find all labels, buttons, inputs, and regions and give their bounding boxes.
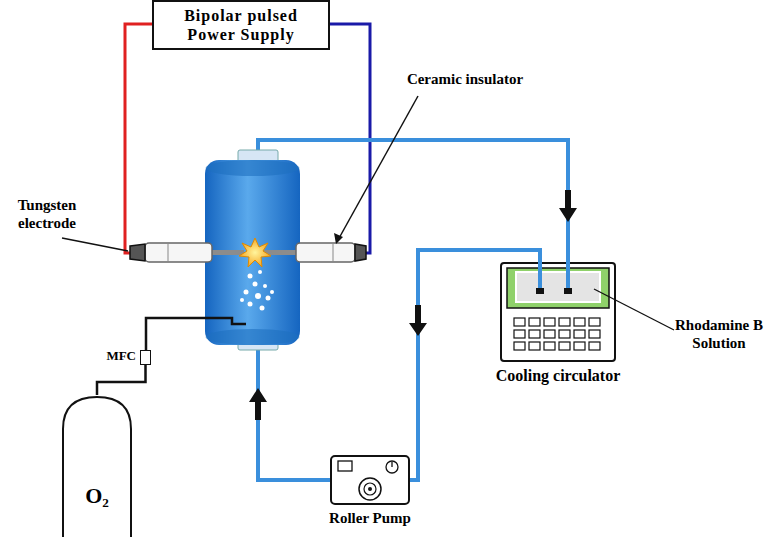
reactor-rim [206, 329, 300, 345]
tungsten-rod [208, 250, 244, 255]
leader-line [62, 238, 128, 251]
leader-line [338, 96, 418, 240]
flow-arrow [559, 190, 577, 222]
oxygen-cylinder-outline [62, 395, 132, 537]
roller-pump: Roller Pump [330, 455, 410, 505]
tungsten-rod [264, 250, 300, 255]
roller-pump-outline [330, 455, 410, 505]
leader-arrowhead [334, 233, 343, 244]
return-pipe [258, 348, 330, 480]
cooling-circulator: Cooling circulator [500, 262, 616, 362]
callout-label: Rhodamine B Solution [672, 316, 766, 352]
flow-arrow [409, 305, 427, 336]
node-label: Bipolar pulsed Power Supply [175, 6, 307, 44]
oxygen-cylinder: O₂ [62, 395, 132, 537]
positive-wire [125, 24, 152, 253]
node-label: Cooling circulator [496, 366, 621, 385]
mass-flow-controller-outline [141, 351, 150, 364]
flow-arrow [249, 388, 267, 420]
gas-formula: O₂ [85, 483, 109, 509]
gas-line [146, 318, 246, 350]
mass-flow-controller: MFC [140, 350, 151, 365]
outlet-pipe [258, 140, 568, 262]
pipe-connector [97, 365, 146, 395]
reactor-rim [206, 160, 300, 176]
power-supply-box: Bipolar pulsed Power Supply [152, 0, 330, 50]
callout-label: Ceramic insulator [385, 70, 545, 88]
node-label: MFC [106, 348, 136, 364]
callout-text: Rhodamine B Solution [672, 316, 766, 352]
node-label: Roller Pump [329, 509, 411, 527]
callout-label: Tungsten electrode [4, 196, 90, 232]
callout-text: Tungsten electrode [4, 196, 90, 232]
plasma-spark [239, 238, 271, 267]
gas-bubbles [240, 270, 274, 311]
cooling-circulator-outline [500, 262, 616, 362]
callout-text: Ceramic insulator [385, 70, 545, 88]
